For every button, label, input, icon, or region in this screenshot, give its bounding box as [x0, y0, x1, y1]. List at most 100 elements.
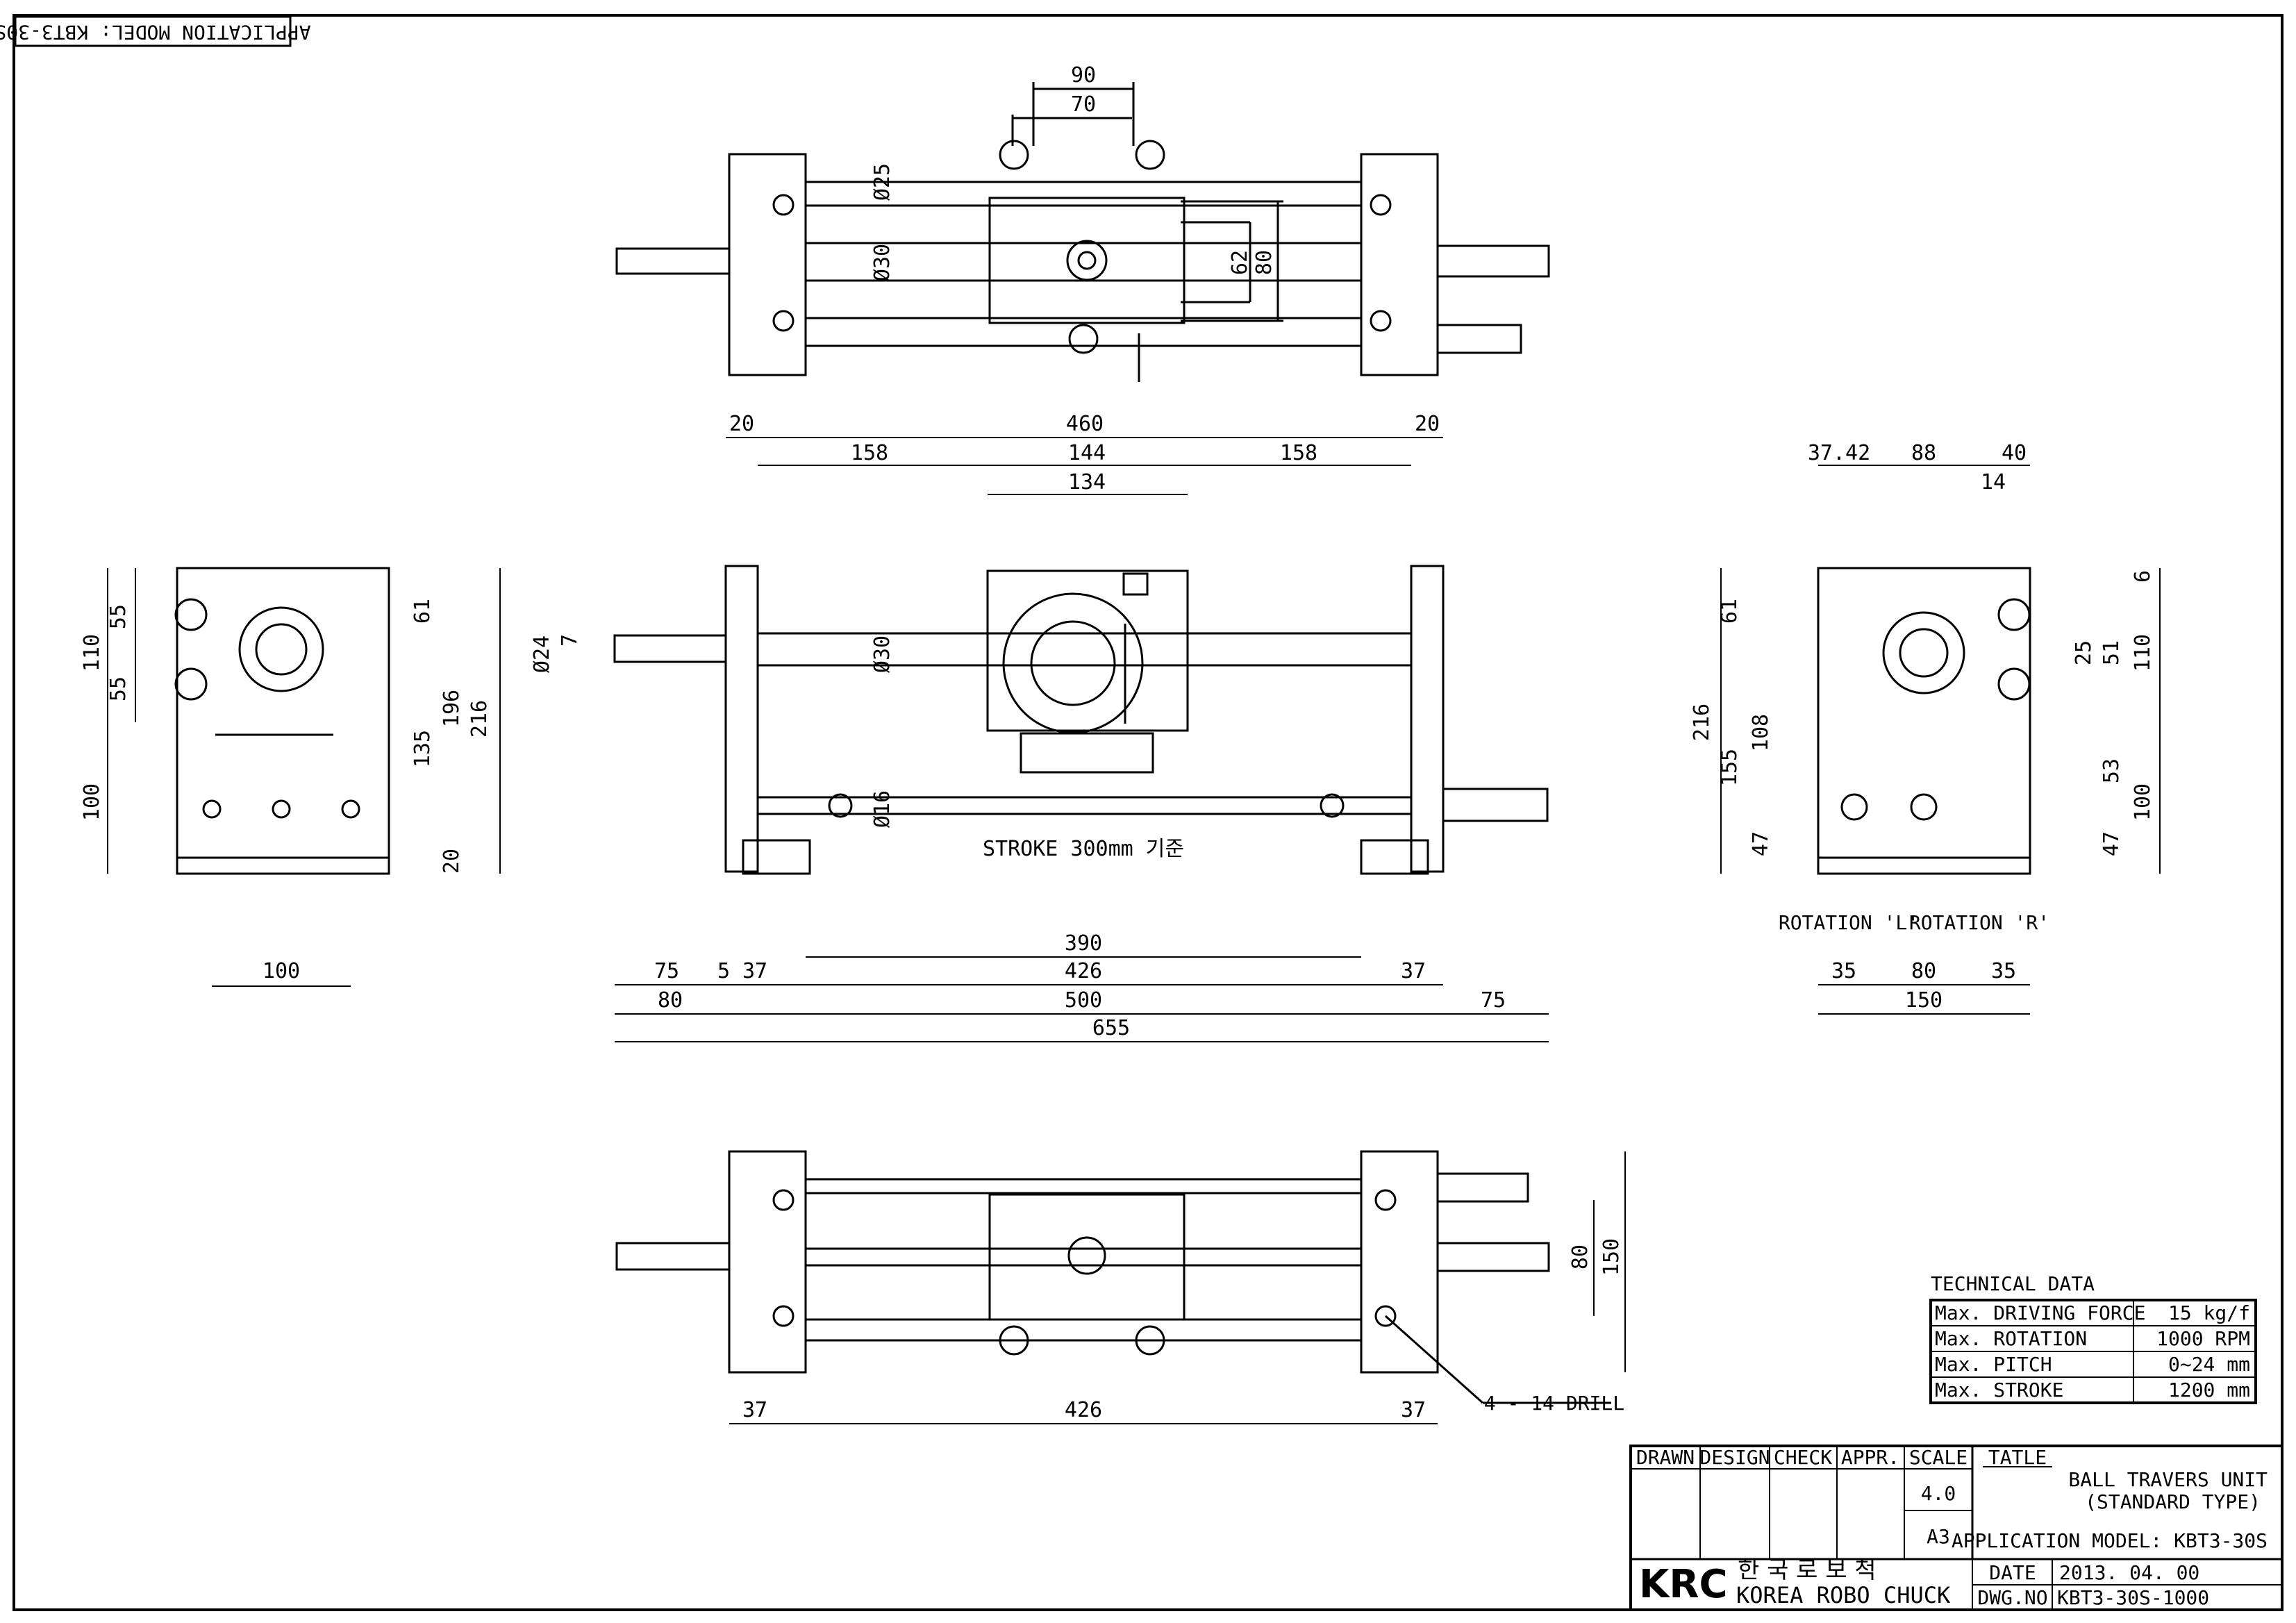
rotation-l-label: ROTATION 'L' — [1779, 911, 1919, 934]
front-view-dim-lines — [615, 437, 1549, 1042]
dim-37-left: 37 — [742, 959, 767, 983]
application-stamp: APPLICATION MODEL: KBT3-30S — [0, 15, 311, 47]
tech-row-label-1: Max. ROTATION — [1935, 1327, 2087, 1350]
technical-data: TECHNICAL DATA Max. DRIVING FORCE 15 kg/… — [1929, 1272, 2257, 1404]
dim-55-bottom: 55 — [106, 676, 131, 701]
tech-row-value-0: 15 kg/f — [2168, 1301, 2250, 1324]
dim-47-left: 47 — [1749, 831, 1773, 856]
dim-134: 134 — [1068, 470, 1106, 494]
dim-80-bottom: 80 — [658, 988, 683, 1013]
dim-460: 460 — [1066, 412, 1104, 436]
dim-80: 80 — [1252, 250, 1276, 275]
dim-d24: Ø24 — [530, 635, 554, 673]
dim-d30-front: Ø30 — [870, 635, 895, 673]
tb-title-line2: (STANDARD TYPE) — [2085, 1490, 2261, 1513]
dim-47-right: 47 — [2099, 831, 2124, 856]
dim-37-42: 37.42 — [1808, 441, 1870, 465]
dim-158-right: 158 — [1280, 441, 1317, 465]
dim-6: 6 — [2131, 570, 2155, 583]
dim-62: 62 — [1228, 250, 1252, 275]
left-view-dims: 55 55 110 100 61 135 196 216 20 100 — [80, 599, 492, 983]
dim-d30: Ø30 — [870, 244, 895, 281]
dim-20-left: 20 — [729, 412, 754, 436]
title-block: DRAWN DESIGN CHECK APPR. SCALE TATLE 4.0… — [1629, 1445, 2283, 1611]
dim-20-leftview: 20 — [440, 849, 464, 874]
dim-88: 88 — [1911, 441, 1936, 465]
tb-application: APPLICATION MODEL: KBT3-30S — [1952, 1529, 2268, 1552]
drill-note: 4 - 14 DRILL — [1484, 1392, 1624, 1415]
dim-75-left: 75 — [654, 959, 679, 983]
dim-5: 5 — [717, 959, 730, 983]
company-name-korean: 한 국 로 보 척 — [1738, 1556, 1877, 1584]
dim-37-br: 37 — [1401, 1398, 1426, 1422]
dim-135: 135 — [410, 730, 435, 767]
tb-header-scale: SCALE — [1909, 1446, 1968, 1469]
tech-row-label-2: Max. PITCH — [1935, 1353, 2052, 1376]
krc-logo: KRC — [1639, 1562, 1728, 1607]
left-view — [174, 567, 390, 875]
dim-100-bottom: 100 — [263, 959, 300, 983]
dim-d16: Ø16 — [870, 790, 895, 828]
tb-header-appr: APPR. — [1841, 1446, 1899, 1469]
dim-110-left: 110 — [80, 634, 104, 672]
tb-tatle-label: TATLE — [1988, 1446, 2047, 1469]
dim-216-left: 216 — [467, 700, 492, 738]
right-view-dim-lines — [1720, 465, 2161, 1015]
dim-53: 53 — [2099, 758, 2124, 783]
dim-75-right: 75 — [1481, 988, 1506, 1013]
dim-7: 7 — [558, 634, 582, 647]
dim-100-left: 100 — [80, 783, 104, 821]
dim-216-right: 216 — [1690, 704, 1714, 741]
tb-title-line1: BALL TRAVERS UNIT — [2068, 1468, 2268, 1491]
dim-d25: Ø25 — [870, 163, 895, 201]
tech-row-label-0: Max. DRIVING FORCE — [1935, 1301, 2145, 1324]
dim-80-bottomview: 80 — [1568, 1245, 1592, 1270]
dim-55-top: 55 — [106, 604, 131, 629]
dim-37-bl: 37 — [742, 1398, 767, 1422]
left-view-dim-lines — [107, 568, 501, 987]
tb-dwg-value: KBT3-30S-1000 — [2057, 1586, 2209, 1609]
dim-25: 25 — [2072, 640, 2096, 665]
front-view-dims: 20 460 20 158 144 158 134 Ø24 7 Ø30 Ø16 … — [530, 412, 1506, 1040]
tb-date-value: 2013. 04. 00 — [2059, 1561, 2199, 1584]
tech-row-value-3: 1200 mm — [2168, 1379, 2250, 1401]
dim-100-right: 100 — [2131, 783, 2155, 821]
dim-14: 14 — [1981, 470, 2006, 494]
tb-dwg-label: DWG.NO — [1977, 1586, 2047, 1609]
dim-20-right: 20 — [1415, 412, 1440, 436]
dim-90: 90 — [1071, 63, 1096, 88]
dim-35-right: 35 — [1991, 959, 2016, 983]
bottom-view-dim-lines — [729, 1151, 1626, 1424]
right-view — [1817, 567, 2031, 875]
dim-35-left: 35 — [1831, 959, 1856, 983]
dim-426: 426 — [1065, 959, 1102, 983]
dim-144: 144 — [1068, 441, 1106, 465]
dim-196: 196 — [440, 690, 464, 727]
sheet-border — [13, 14, 2283, 1611]
tb-date-label: DATE — [1989, 1561, 2036, 1584]
dim-426-bottom: 426 — [1065, 1398, 1102, 1422]
stroke-note: STROKE 300mm 기준 — [983, 837, 1184, 861]
dim-500: 500 — [1065, 988, 1102, 1013]
tech-row-label-3: Max. STROKE — [1935, 1379, 2063, 1401]
dim-150-bottomview: 150 — [1599, 1238, 1624, 1276]
rotation-r-label: ROTATION 'R' — [1909, 911, 2049, 934]
dim-390: 390 — [1065, 931, 1102, 956]
bottom-view — [615, 1150, 1611, 1404]
company-name-english: KOREA ROBO CHUCK — [1736, 1582, 1951, 1608]
tb-paper-size: A3 — [1927, 1525, 1950, 1548]
dim-150-right: 150 — [1905, 988, 1943, 1013]
tech-row-value-1: 1000 RPM — [2156, 1327, 2250, 1350]
dim-655: 655 — [1092, 1016, 1130, 1040]
tech-row-value-2: 0~24 mm — [2168, 1353, 2250, 1376]
dim-158-left: 158 — [851, 441, 888, 465]
dim-51: 51 — [2099, 640, 2124, 665]
top-view-dims: 90 70 Ø25 Ø30 62 80 — [870, 63, 1276, 281]
tb-header-drawn: DRAWN — [1636, 1446, 1695, 1469]
dim-70: 70 — [1071, 92, 1096, 117]
dim-80-right: 80 — [1911, 959, 1936, 983]
right-view-dims: 37.42 88 40 14 61 108 155 216 47 6 25 51… — [1690, 441, 2155, 1013]
tb-scale-value: 4.0 — [1921, 1482, 1956, 1505]
tb-header-check: CHECK — [1774, 1446, 1832, 1469]
